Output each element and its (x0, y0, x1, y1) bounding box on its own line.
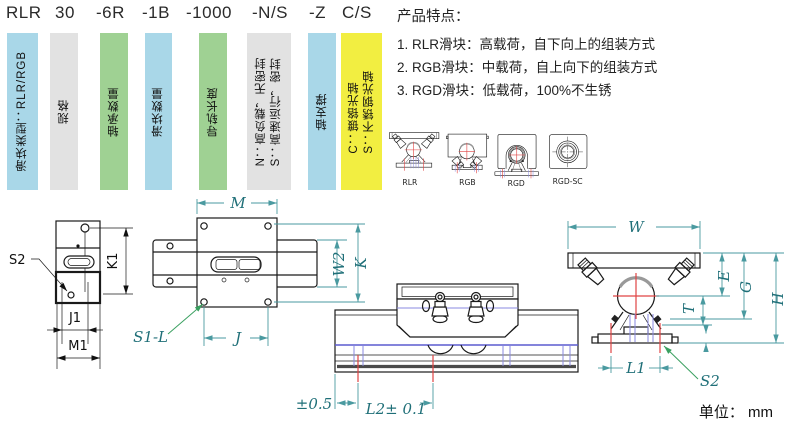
drawing-top-view: M W2 K J S1-L (133, 194, 370, 347)
model-code-part: C/S (342, 3, 372, 22)
product-rgd-sc (549, 134, 588, 170)
engineering-drawings: K1 S2 J1 M1 (9, 194, 787, 418)
model-code-part: -N/S (252, 3, 288, 22)
model-code-part: -1B (142, 3, 170, 22)
legend-label: 轴承数量 (107, 86, 120, 137)
feature-item: 1. RLR滑块：高载荷，自下向上的组装方式 (397, 37, 656, 52)
product-label-rgb: RGB (459, 178, 475, 187)
unit-label: 单位： mm (698, 404, 773, 421)
dim-label-m1: M1 (68, 339, 88, 354)
legend-label: 滑块数量 (152, 86, 164, 137)
product-features: 产品特点： 1. RLR滑块：高载荷，自下向上的组装方式 2. RGB滑块：中载… (397, 5, 657, 102)
legend-bar-block-count: 滑块数量 (145, 33, 172, 190)
legend-bar-shaft-support: 轴支撑 (308, 33, 336, 190)
legend-label: S：高速运行，密封 (270, 57, 282, 167)
legend-bar-block-type: 滑块类型：RLR/RGB (7, 33, 38, 190)
dim-label-m: M (229, 194, 246, 212)
dim-label-j: J (232, 329, 242, 347)
product-label-rgd-sc: RGD-SC (553, 177, 583, 186)
dim-label-w2: W2 (330, 252, 348, 277)
legend-bar-seal-type: N：高负载，无密封 S：高速运行，密封 (247, 33, 291, 190)
dim-label-s1-l: S1-L (133, 328, 168, 346)
dim-label-l2: L2± 0.1 (365, 400, 427, 418)
model-code-part: -6R (96, 3, 125, 22)
product-label-rlr: RLR (402, 178, 418, 187)
grease-nipple (431, 291, 449, 324)
legend-bar-rail-length: 导轨长度 (199, 33, 227, 190)
product-rlr (389, 132, 440, 171)
grease-nipple (467, 291, 485, 324)
legend-bar-size: 规格 (50, 33, 78, 190)
drawing-front-view: ±0.5 L2± 0.1 (296, 283, 579, 418)
legend-label: S：不锈钢光轴 (362, 69, 375, 154)
dim-label-g: G (737, 281, 755, 293)
feature-item: 3. RGD滑块：低载荷，100%不生锈 (397, 83, 612, 98)
dim-label-j1: J1 (68, 311, 81, 326)
product-views: RLR RGB RGD RGD-SC (389, 132, 588, 188)
model-code-part: 30 (55, 3, 75, 22)
model-code-part: -Z (309, 3, 327, 22)
legend-label: 规格 (57, 99, 70, 124)
drawing-section-view: W E G H T L1 S2 (567, 218, 787, 390)
product-rgd (494, 134, 539, 179)
legend-label: 轴支撑 (315, 92, 328, 131)
dim-label-s2-section: S2 (700, 372, 720, 390)
feature-item: 2. RGB滑块：中载荷，自上向下的组装方式 (397, 60, 658, 75)
legend-label: 导轨长度 (206, 86, 219, 137)
model-code-part: -1000 (186, 3, 232, 22)
dim-label-e: E (715, 270, 733, 282)
legend-bar-shaft-material: C：镀铬光轴 S：不锈钢光轴 (341, 33, 382, 190)
product-label-rgd: RGD (508, 179, 525, 188)
model-code-part: RLR (6, 3, 42, 22)
dim-label-s2: S2 (9, 253, 26, 268)
dim-label-l1: L1 (625, 359, 646, 377)
dim-label-k1: K1 (106, 253, 121, 270)
product-rgb (446, 133, 489, 174)
dim-label-w: W (628, 218, 645, 236)
legend-label: C：镀铬光轴 (347, 81, 360, 154)
features-title: 产品特点： (397, 9, 470, 25)
dim-label-h: H (769, 292, 787, 307)
dim-label-k: K (352, 257, 370, 270)
legend-bar-bearing-count: 轴承数量 (100, 33, 128, 190)
legend-label: N：高负载，无密封 (255, 56, 267, 167)
dim-label-t: T (680, 303, 698, 314)
legend-label: 滑块类型：RLR/RGB (16, 51, 28, 172)
drawing-end-view: K1 S2 J1 M1 (9, 220, 133, 369)
dim-label-tolerance: ±0.5 (296, 395, 332, 413)
